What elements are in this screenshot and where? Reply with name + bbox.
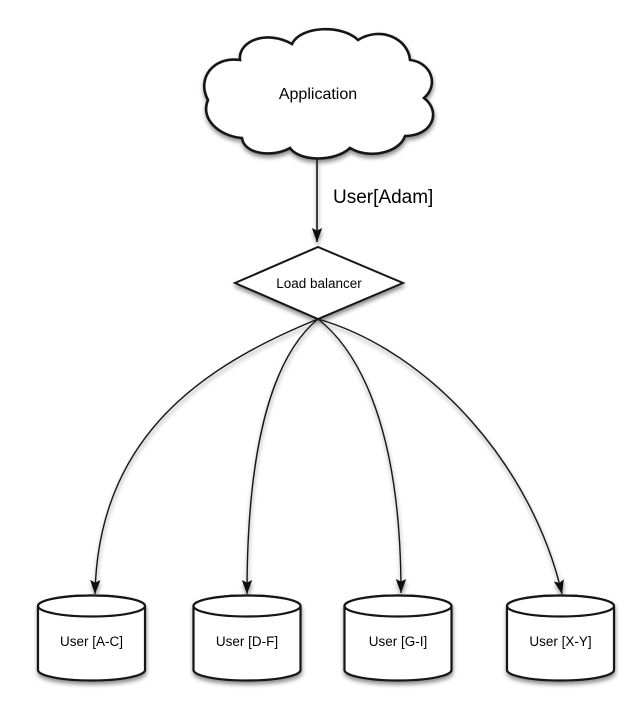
shard-2-label: User [D-F] <box>216 634 278 649</box>
edge-label-user-adam: User[Adam] <box>333 187 433 208</box>
cylinder-top <box>343 594 453 618</box>
application-label: Application <box>279 86 357 103</box>
edge-load-balancer-to-shard-2 <box>241 318 319 595</box>
shard-cylinder-3 <box>343 594 453 682</box>
shard-3-label: User [G-I] <box>369 634 428 649</box>
diagram-shapes <box>36 27 616 682</box>
load-balancer-label: Load balancer <box>276 276 362 291</box>
edge-load-balancer-to-shard-3 <box>317 318 407 594</box>
shard-1-label: User [A-C] <box>60 634 123 649</box>
application-cloud-shape <box>202 27 435 160</box>
shard-4-label: User [X-Y] <box>529 634 591 649</box>
cylinder-top <box>192 594 302 618</box>
cylinder-top <box>505 594 616 618</box>
load-balancer-diamond-shape <box>232 245 406 321</box>
shard-cylinder-4 <box>505 594 616 682</box>
cylinder-top <box>36 594 147 618</box>
diagram-labels: Application User[Adam] Load balancer Use… <box>60 86 592 649</box>
shard-cylinder-2 <box>192 594 302 682</box>
shard-cylinder-1 <box>36 594 147 682</box>
edge-load-balancer-to-shard-4 <box>317 318 564 595</box>
edge-load-balancer-to-shard-1 <box>90 318 319 595</box>
